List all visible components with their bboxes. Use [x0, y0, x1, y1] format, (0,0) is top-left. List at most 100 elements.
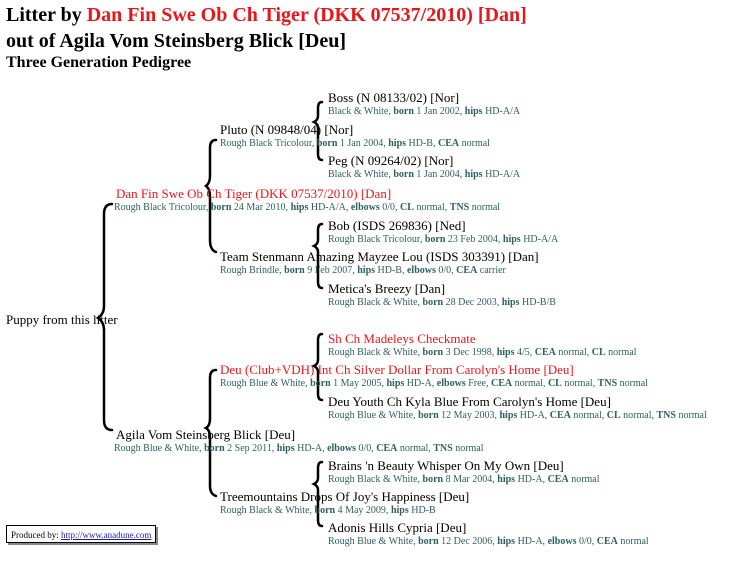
detail-key: CEA — [596, 536, 618, 547]
detail-key: TNS — [449, 202, 470, 213]
dam-dam-sire-details: Rough Black & White, born 8 Mar 2004, hi… — [328, 474, 600, 486]
dam-dam-dam-name: Adonis Hills Cypria [Deu] — [328, 520, 467, 535]
detail-text: 23 Feb 2004, — [445, 234, 503, 245]
detail-key: hips — [497, 474, 516, 485]
detail-text: HD-A/A — [482, 106, 521, 117]
detail-text: Black & White, — [328, 106, 394, 117]
bracket-treemountains — [311, 460, 324, 528]
detail-key: CL — [400, 202, 414, 213]
detail-text: 0/0, — [356, 443, 377, 454]
sire-dam-name: Team Stenmann Amazing Mayzee Lou (ISDS 3… — [220, 249, 539, 264]
detail-text: 4 May 2009, — [335, 505, 391, 516]
detail-text: Rough Black & White, — [220, 505, 315, 516]
detail-key: born — [393, 169, 414, 180]
dam-dam-dam-details: Rough Blue & White, born 12 Dec 2006, hi… — [328, 536, 649, 548]
sire-sire-sire-node: Boss (N 08133/02) [Nor] Black & White, b… — [328, 90, 520, 118]
detail-key: TNS — [656, 410, 676, 421]
detail-text: HD-A, — [294, 443, 328, 454]
dam-name: Agila Vom Steinsberg Blick [Deu] — [116, 427, 296, 442]
sire-dam-node: Team Stenmann Amazing Mayzee Lou (ISDS 3… — [220, 249, 539, 277]
dam-details: Rough Blue & White, born 2 Sep 2011, hip… — [114, 443, 484, 455]
dam-sire-sire-details: Rough Black & White, born 3 Dec 1998, hi… — [328, 347, 636, 359]
title-sire-name: Dan Fin Swe Ob Ch Tiger (DKK 07537/2010)… — [86, 4, 527, 26]
detail-text: 8 Mar 2004, — [443, 474, 498, 485]
detail-text: 12 May 2003, — [438, 410, 500, 421]
detail-key: born — [210, 202, 232, 213]
detail-text: 0/0, — [576, 536, 597, 547]
detail-text: Rough Blue & White, — [328, 536, 419, 547]
detail-text: 1 May 2005, — [330, 378, 387, 389]
detail-key: CEA — [456, 265, 478, 276]
dam-dam-name: Treemountains Drops Of Joy's Happiness [… — [220, 489, 470, 504]
detail-key: CEA — [490, 378, 513, 389]
dam-sire-name: Deu (Club+VDH) Int Ch Silver Dollar From… — [220, 362, 574, 377]
sire-dam-details: Rough Brindle, born 9 Feb 2007, hips HD-… — [220, 265, 539, 277]
detail-text: HD-A/A — [482, 169, 521, 180]
detail-text: 0/0, — [435, 265, 457, 276]
dam-sire-dam-details: Rough Blue & White, born 12 May 2003, hi… — [328, 410, 707, 422]
sire-details: Rough Black Tricolour, born 24 Mar 2010,… — [114, 202, 500, 214]
detail-key: elbows — [436, 378, 466, 389]
detail-text: normal, — [512, 378, 548, 389]
detail-text: 0/0, — [379, 202, 401, 213]
detail-text: normal, — [555, 347, 592, 358]
detail-text: Rough Black & White, — [328, 347, 423, 358]
detail-key: hips — [501, 297, 520, 308]
detail-text: Rough Blue & White, — [328, 410, 419, 421]
detail-text: Black & White, — [328, 169, 394, 180]
dam-dam-dam-node: Adonis Hills Cypria [Deu] Rough Blue & W… — [328, 520, 649, 548]
detail-text: HD-B, — [375, 265, 407, 276]
detail-text: HD-A/A, — [308, 202, 351, 213]
detail-text: carrier — [477, 265, 506, 276]
detail-key: hips — [497, 536, 516, 547]
detail-key: TNS — [597, 378, 618, 389]
produced-by-label: Produced by: — [11, 530, 61, 540]
bracket-pluto — [311, 100, 324, 162]
detail-text: Rough Blue & White, — [114, 443, 205, 454]
page-title: Litter by Dan Fin Swe Ob Ch Tiger (DKK 0… — [6, 4, 527, 27]
detail-key: born — [314, 505, 336, 516]
sire-sire-sire-details: Black & White, born 1 Jan 2002, hips HD-… — [328, 106, 520, 118]
detail-text: normal — [452, 443, 484, 454]
bracket-silver — [311, 332, 324, 402]
detail-text: 1 Jan 2004, — [413, 169, 465, 180]
detail-key: CL — [547, 378, 562, 389]
detail-key: born — [204, 443, 225, 454]
detail-text: 9 Feb 2007, — [304, 265, 358, 276]
detail-key: CEA — [534, 347, 556, 358]
detail-key: born — [424, 234, 446, 245]
detail-key: CEA — [437, 138, 460, 149]
bracket-dam — [203, 368, 218, 498]
detail-key: elbows — [327, 443, 356, 454]
detail-text: 1 Jan 2002, — [413, 106, 465, 117]
detail-text: HD-A/A — [520, 234, 559, 245]
detail-text: normal — [617, 536, 649, 547]
detail-key: elbows — [547, 536, 577, 547]
detail-key: hips — [499, 410, 518, 421]
sire-dam-dam-name: Metica's Breezy [Dan] — [328, 281, 446, 296]
detail-key: hips — [357, 265, 376, 276]
anadune-link[interactable]: http://www.anadune.com — [61, 530, 152, 540]
detail-text: 24 Mar 2010, — [231, 202, 291, 213]
detail-key: hips — [464, 169, 483, 180]
page-subtitle: out of Agila Vom Steinsberg Blick [Deu] — [6, 30, 347, 52]
sire-dam-sire-node: Bob (ISDS 269836) [Ned] Rough Black Tric… — [328, 218, 558, 246]
sire-sire-dam-details: Black & White, born 1 Jan 2004, hips HD-… — [328, 169, 520, 181]
sire-dam-dam-details: Rough Black & White, born 28 Dec 2003, h… — [328, 297, 556, 309]
detail-text: HD-A, — [515, 474, 548, 485]
puppy-label: Puppy from this litter — [6, 312, 118, 327]
detail-key: born — [316, 138, 338, 149]
detail-key: hips — [502, 234, 521, 245]
detail-key: TNS — [433, 443, 453, 454]
dam-sire-dam-node: Deu Youth Ch Kyla Blue From Carolyn's Ho… — [328, 394, 707, 422]
dam-node: Agila Vom Steinsberg Blick [Deu] Rough B… — [114, 427, 484, 455]
sire-sire-dam-node: Peg (N 09264/02) [Nor] Black & White, bo… — [328, 153, 520, 181]
detail-key: born — [310, 378, 331, 389]
detail-text: Free, — [465, 378, 491, 389]
detail-key: hips — [290, 202, 309, 213]
sire-sire-sire-name: Boss (N 08133/02) [Nor] — [328, 90, 460, 105]
dam-sire-node: Deu (Club+VDH) Int Ch Silver Dollar From… — [220, 362, 648, 390]
detail-key: elbows — [350, 202, 380, 213]
produced-by-box: Produced by: http://www.anadune.com — [6, 525, 156, 543]
